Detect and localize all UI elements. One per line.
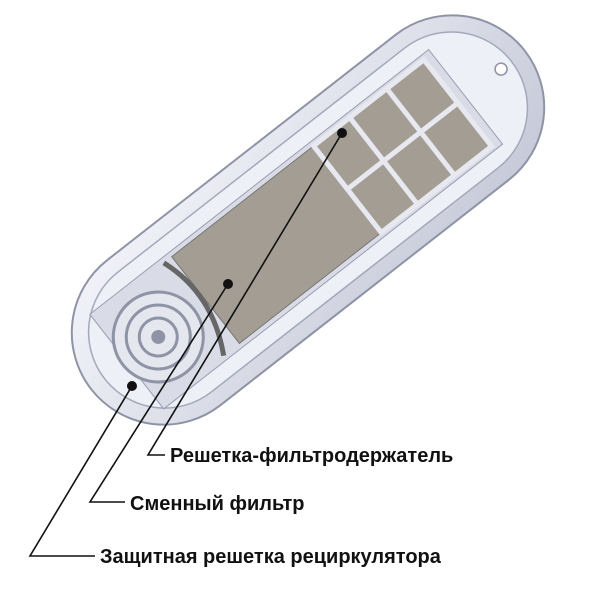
filter-holder-grille: [310, 56, 496, 237]
marker-dot-filter-holder: [337, 128, 347, 138]
leader-line-filter: [88, 283, 229, 503]
marker-dot-filter: [223, 279, 233, 289]
label-filter-holder-grille: Решетка-фильтродержатель: [170, 445, 453, 467]
label-replaceable-filter: Сменный фильтр: [130, 493, 305, 515]
recirculator-housing: [70, 14, 546, 426]
leader-lines: [28, 132, 343, 557]
leader-line-protective-grille: [28, 385, 133, 557]
label-protective-grille: Защитная решетка рециркулятора: [100, 546, 442, 568]
leader-line-filter-holder: [146, 132, 343, 456]
marker-dot-protective-grille: [127, 381, 137, 391]
